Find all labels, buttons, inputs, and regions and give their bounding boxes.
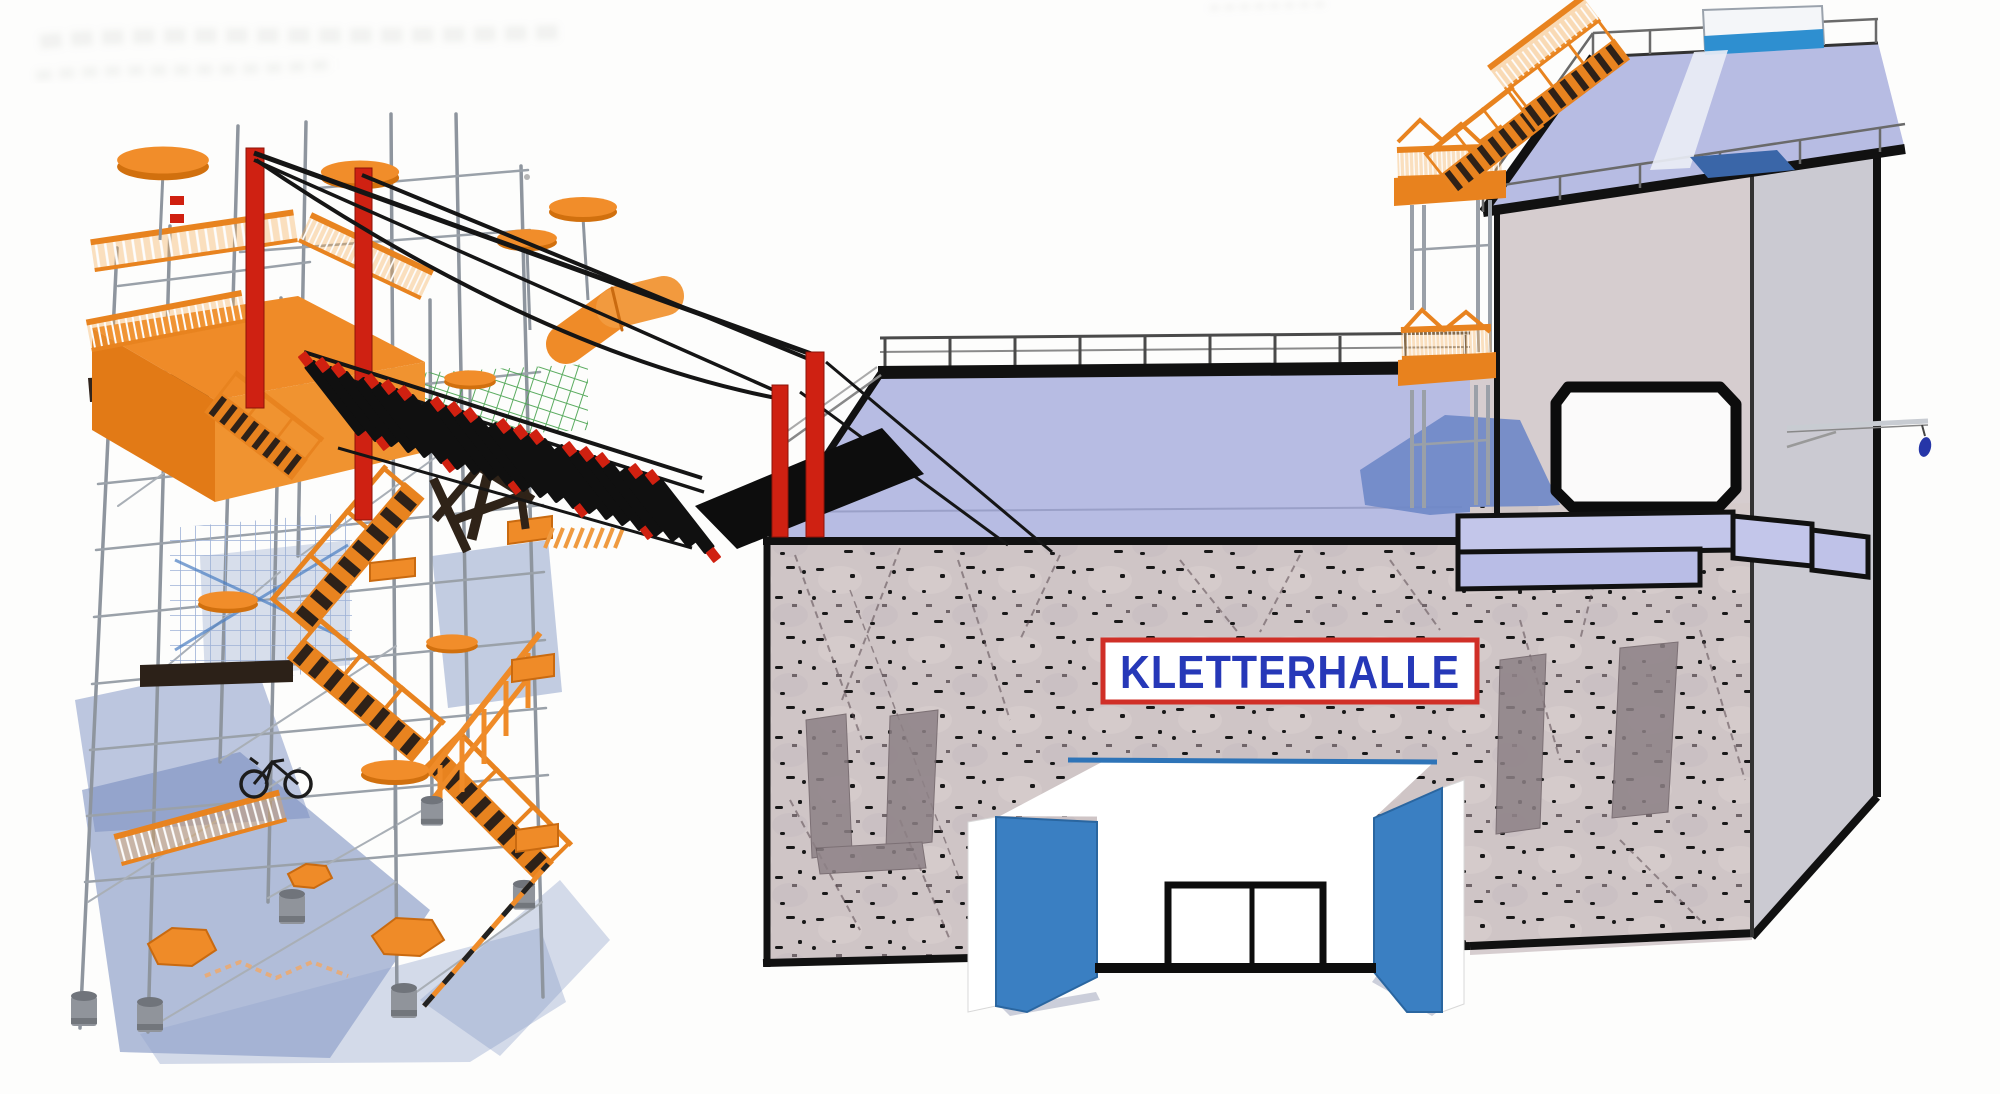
disc-platform <box>549 197 617 222</box>
timber-beam <box>140 660 293 687</box>
ground-markings <box>204 959 349 981</box>
hall-roof <box>767 366 1470 545</box>
roof-back-trim <box>878 361 1470 379</box>
scaffold-foot <box>137 997 163 1032</box>
bridge-pylon <box>771 384 789 538</box>
entrance <box>967 757 1465 1016</box>
entrance-canopy-ceiling <box>1000 762 1434 818</box>
disc-platform <box>198 591 258 614</box>
hatch-markings <box>543 527 625 549</box>
striped-pole <box>170 196 184 223</box>
glass-panel-blue-stripe <box>1704 29 1824 55</box>
disc-platform <box>361 760 429 785</box>
disc-platform <box>117 146 209 181</box>
tower-walkway <box>1455 509 1871 592</box>
rooftop-stairs <box>1423 0 1631 196</box>
sign-text: KLETTERHALLE <box>1120 646 1460 698</box>
entrance-floor-line <box>1095 963 1376 973</box>
entrance-door-left <box>995 815 1098 1014</box>
tower-bottom-right-edge <box>1749 794 1880 940</box>
step-platforms <box>369 514 559 854</box>
balance-rope <box>422 862 550 1008</box>
roof-hatch <box>1690 150 1795 178</box>
bridge-cables <box>253 150 1053 554</box>
bridge-pylon <box>354 167 373 521</box>
suspension-bridge <box>245 147 1053 565</box>
zipline <box>1786 418 1932 457</box>
scaffold-foot <box>71 991 97 1026</box>
sign-frame <box>1100 637 1480 705</box>
bicycle <box>239 756 313 799</box>
roof-slide <box>1650 50 1728 170</box>
scaffold-foot <box>279 889 305 924</box>
tower-window-opening <box>1550 381 1742 513</box>
disc-platform <box>426 634 478 654</box>
entrance-double-door <box>1164 881 1327 972</box>
scan-bleedthrough-artifact <box>35 2 1331 82</box>
climbing-route-streaks <box>789 547 1746 941</box>
kletterhalle-sign: KLETTERHALLE <box>1100 637 1480 705</box>
scaffold-foot <box>391 983 417 1018</box>
lower-balcony-deck <box>1398 352 1496 386</box>
climbing-volumes <box>805 641 1679 875</box>
canopy-blue-edge <box>1067 757 1438 765</box>
zipline-rider <box>1918 437 1932 457</box>
bridge-pylon <box>805 351 825 538</box>
upper-balcony-deck <box>1394 170 1506 206</box>
adventure-tower <box>71 112 625 1064</box>
hex-platforms <box>146 862 446 968</box>
bridge-pylon <box>245 147 265 409</box>
entrance-door-right <box>1373 786 1443 1013</box>
kletterhalle-building: KLETTERHALLE <box>762 0 1932 1016</box>
dust-speck <box>524 174 530 180</box>
scaffold-foot <box>420 795 444 826</box>
disc-platform <box>444 370 496 390</box>
